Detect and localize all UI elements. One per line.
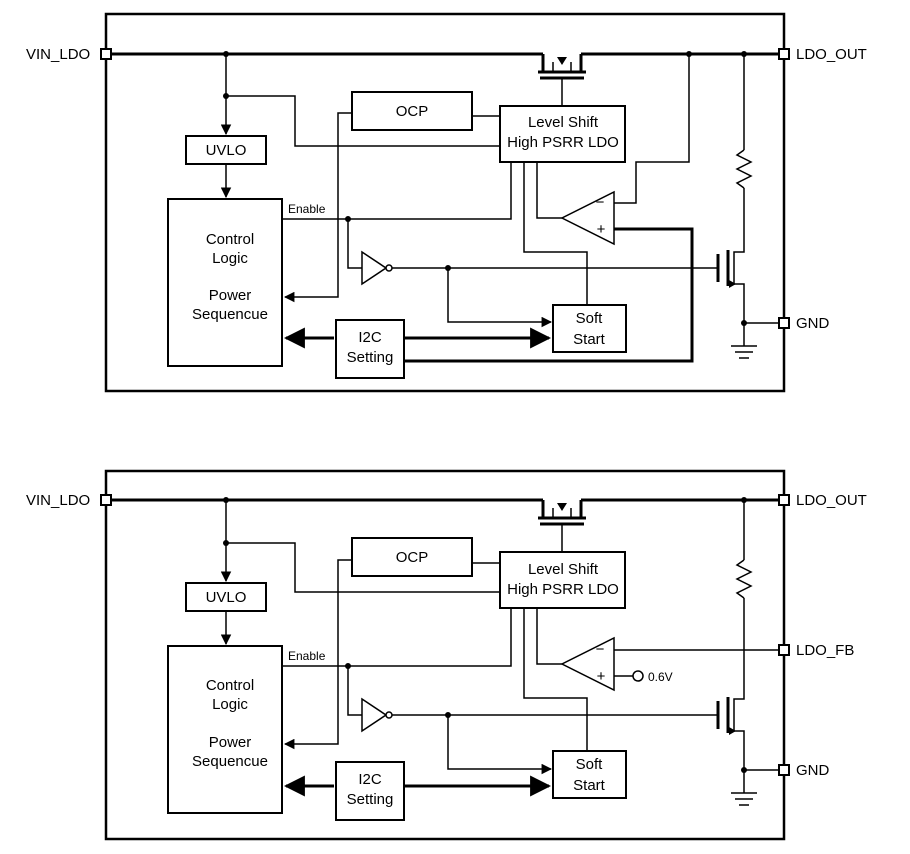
- gnd-pin: [778, 317, 790, 329]
- out-pin: [778, 494, 790, 506]
- error-amplifier-icon: [560, 190, 615, 246]
- i2c-ref-bus: [404, 227, 694, 363]
- discharge-transistor-icon: [716, 697, 736, 735]
- enable-line: [282, 608, 512, 667]
- fb-label: LDO_FB: [796, 642, 854, 659]
- reference-label: 0.6V: [648, 670, 673, 684]
- chip-outline: [104, 12, 786, 393]
- control-label-2: Logic: [212, 696, 248, 713]
- uvlo-block: [185, 582, 267, 612]
- i2c-block: [335, 761, 405, 821]
- uvlo-label: UVLO: [206, 589, 247, 606]
- pass-transistor-icon: [538, 54, 586, 106]
- enable-label: Enable: [288, 202, 326, 216]
- gnd-label: GND: [796, 762, 830, 779]
- vin-label: VIN_LDO: [26, 46, 90, 63]
- ocp-to-control: [283, 112, 352, 303]
- enable-label: Enable: [288, 649, 326, 663]
- pass-transistor-icon: [538, 500, 586, 552]
- level-shift-label-2: High PSRR LDO: [507, 581, 619, 598]
- soft-start-label-2: Start: [573, 777, 606, 794]
- reference-node-icon: [632, 670, 644, 682]
- control-label-1: Control: [206, 231, 254, 248]
- amp-minus: −: [596, 194, 605, 211]
- soft-start-block: [552, 750, 627, 799]
- control-label-2: Logic: [212, 250, 248, 267]
- level-shift-block: [499, 551, 626, 609]
- discharge-transistor-icon: [716, 250, 736, 288]
- i2c-label-2: Setting: [347, 791, 394, 808]
- control-label-3: Power: [209, 287, 252, 304]
- soft-start-label-1: Soft: [576, 756, 604, 773]
- control-logic-block: [167, 198, 283, 367]
- resistor-icon: [735, 149, 753, 189]
- resistor-icon: [735, 559, 753, 599]
- amp-plus: +: [597, 221, 606, 238]
- i2c-label-2: Setting: [347, 349, 394, 366]
- out-pin: [778, 48, 790, 60]
- control-label-4: Sequencue: [192, 306, 268, 323]
- level-shift-label-1: Level Shift: [528, 114, 599, 131]
- i2c-label-1: I2C: [358, 329, 382, 346]
- control-label-1: Control: [206, 677, 254, 694]
- out-label: LDO_OUT: [796, 46, 867, 63]
- ocp-block: [351, 537, 473, 577]
- ocp-label: OCP: [396, 103, 429, 120]
- i2c-block: [335, 319, 405, 379]
- soft-start-block: [552, 304, 627, 353]
- feedback-line: [614, 54, 690, 204]
- vin-pin: [100, 48, 112, 60]
- level-shift-label-2: High PSRR LDO: [507, 134, 619, 151]
- ground-icon: [731, 345, 757, 359]
- uvlo-label: UVLO: [206, 142, 247, 159]
- amp-plus: +: [597, 668, 606, 685]
- ocp-label: OCP: [396, 549, 429, 566]
- ocp-to-control: [283, 559, 352, 750]
- vin-pin: [100, 494, 112, 506]
- ground-icon: [731, 792, 757, 806]
- diagram-2: VIN_LDO LDO_OUT LDO_FB GND UVLO OCP Leve…: [26, 469, 867, 841]
- gnd-pin: [778, 764, 790, 776]
- enable-line: [282, 162, 512, 220]
- gnd-label: GND: [796, 315, 830, 332]
- vin-label: VIN_LDO: [26, 492, 90, 509]
- i2c-label-1: I2C: [358, 771, 382, 788]
- ocp-block: [351, 91, 473, 131]
- diagram-1: VIN_LDO LDO_OUT GND UVLO OCP Lev: [26, 12, 867, 393]
- control-label-4: Sequencue: [192, 753, 268, 770]
- inverter-icon: [361, 250, 393, 286]
- fb-pin: [778, 644, 790, 656]
- inverter-icon: [361, 697, 393, 733]
- level-shift-label-1: Level Shift: [528, 561, 599, 578]
- soft-start-label-2: Start: [573, 331, 606, 348]
- control-label-3: Power: [209, 734, 252, 751]
- soft-start-label-1: Soft: [576, 310, 604, 327]
- amp-minus: −: [596, 641, 605, 658]
- control-logic-block: [167, 645, 283, 814]
- error-amplifier-icon: [560, 636, 615, 692]
- level-shift-block: [499, 105, 626, 163]
- out-label: LDO_OUT: [796, 492, 867, 509]
